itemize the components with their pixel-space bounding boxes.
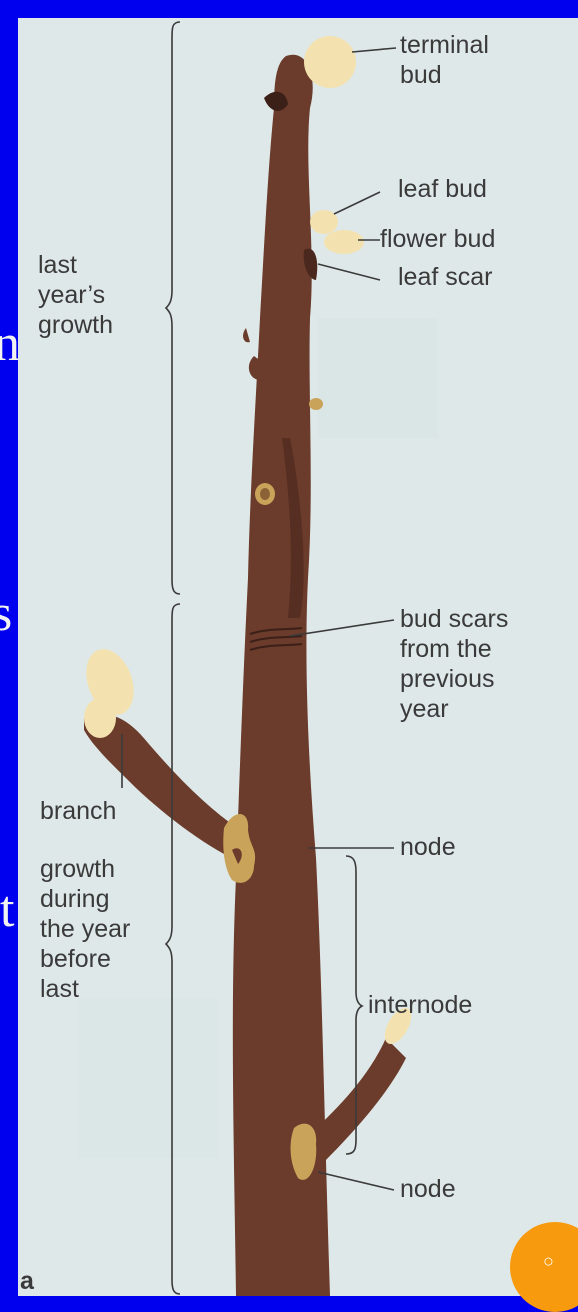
label-node-lower: node bbox=[400, 1174, 456, 1204]
label-flower-bud: flower bud bbox=[380, 224, 495, 254]
flower-bud bbox=[324, 230, 364, 254]
circle-icon: ○ bbox=[543, 1251, 554, 1272]
slide-text-fragment-2: s bbox=[0, 588, 12, 640]
label-internode: internode bbox=[368, 990, 472, 1020]
leaf-bud bbox=[310, 210, 338, 234]
label-leaf-scar: leaf scar bbox=[398, 262, 492, 292]
label-node-upper: node bbox=[400, 832, 456, 862]
slide-text-fragment-3: t bbox=[0, 884, 14, 936]
label-branch: branch bbox=[40, 796, 116, 826]
label-leaf-bud: leaf bud bbox=[398, 174, 487, 204]
branch-bud bbox=[84, 698, 116, 738]
panel-letter: a bbox=[20, 1266, 34, 1296]
